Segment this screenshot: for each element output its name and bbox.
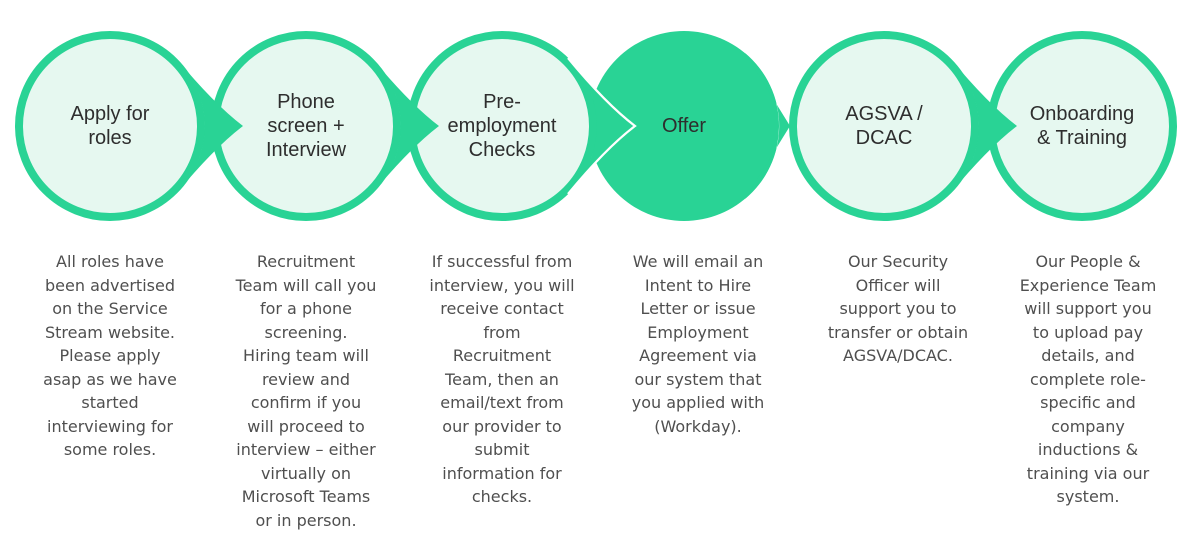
arrow-connector [568, 58, 635, 194]
stage-description-apply-for-roles: All roles have been advertised on the Se… [43, 252, 177, 459]
arrow-connector [950, 58, 1017, 194]
stage-label-onboarding-training: Onboarding & Training [1029, 103, 1135, 149]
stage-label-pre-employment: Pre- employment Checks [447, 91, 557, 161]
stage-label-offer: Offer [661, 115, 707, 137]
arrow-connector [176, 58, 243, 194]
stage-description-offer: We will email an Intent to Hire Letter o… [631, 252, 765, 436]
stage-description-phone-screen: Recruitment Team will call you for a pho… [235, 252, 377, 530]
stage-circle [15, 31, 205, 221]
stage-shape-apply-for-roles [15, 31, 243, 221]
stage-shape-phone-screen-interview [211, 31, 439, 221]
arrow-connector [745, 53, 790, 199]
stage-label-phone-screen: Phone screen + Interview [265, 91, 347, 161]
stage-shape-pre-employment-checks [407, 31, 637, 221]
arrow-connector [372, 58, 439, 194]
process-flow-shapes [15, 31, 1177, 221]
stage-description-pre-employment: If successful from interview, you will r… [429, 252, 575, 506]
arrow-connector-outline [567, 57, 637, 195]
stage-circle [589, 31, 779, 221]
stage-circle [789, 31, 979, 221]
stage-label-apply-for-roles: Apply for roles [70, 103, 150, 149]
stage-description-agsva-dcac: Our Security Officer will support you to… [827, 252, 969, 365]
stage-shape-offer [589, 31, 790, 221]
stage-label-agsva-dcac: AGSVA / DCAC [845, 103, 923, 149]
stage-description-onboarding-training: Our People & Experience Team will suppor… [1019, 252, 1157, 506]
stage-shape-agsva-dcac [789, 31, 1017, 221]
